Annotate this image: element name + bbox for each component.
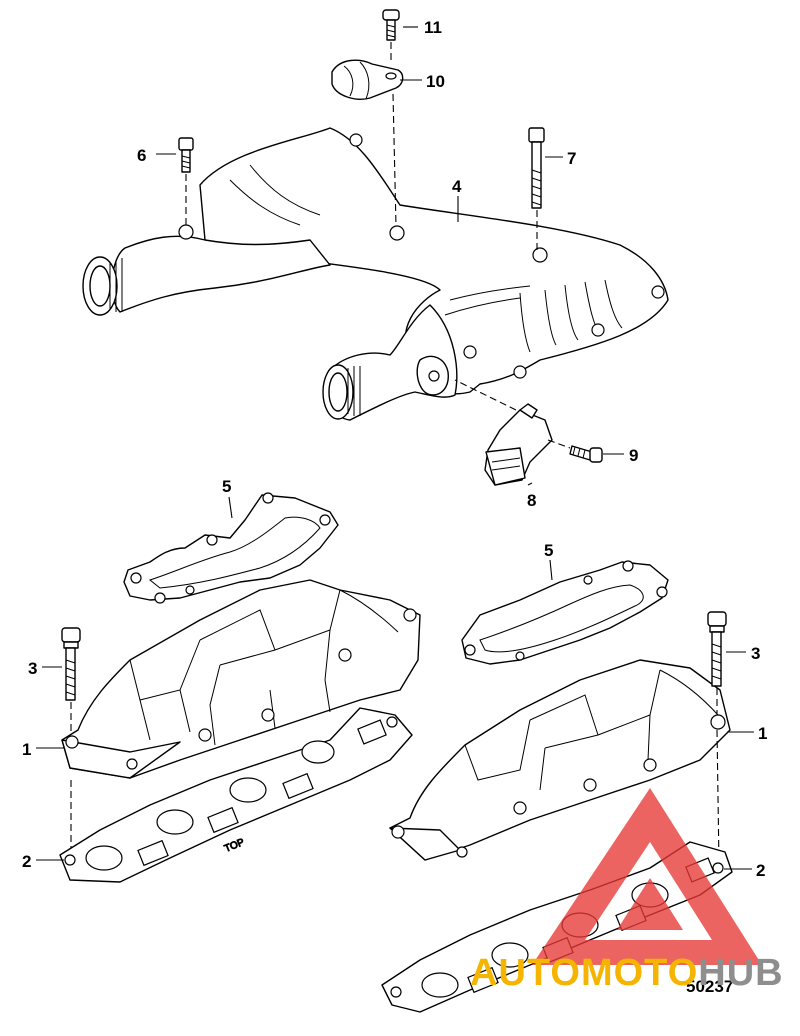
callout-3-right: 3 [751,644,760,663]
bolt-6 [178,137,194,226]
watermark-auto: AUTO [470,952,581,994]
figure-number: 50237 [686,977,733,996]
lower-intake-manifold-right [389,659,731,861]
callout-2-right: 2 [756,861,765,880]
boss-front-left [178,224,194,240]
watermark-logo: AUTOMOTOHUB [470,788,784,994]
boss-right [532,247,548,263]
watermark-hub: HUB [698,952,783,994]
callout-10: 10 [426,72,445,91]
upper-intake-manifold [82,127,669,421]
gasket-5-right [461,560,669,665]
callout-11: 11 [424,18,442,37]
callout-9: 9 [629,446,638,465]
watermark-triangle-icon [532,788,762,965]
callout-7: 7 [567,149,576,168]
watermark-moto: MOTO [581,952,698,994]
callouts: 11 10 6 7 4 9 8 5 5 3 3 1 1 2 2 50237 [22,18,767,996]
screw-9 [547,439,603,463]
callout-3-left: 3 [28,659,37,678]
callout-1-left: 1 [22,740,31,759]
watermark-text: AUTOMOTOHUB [470,952,784,994]
callout-5-right: 5 [544,541,553,560]
lower-intake-manifold-left [61,579,421,779]
callout-5-left: 5 [222,477,231,496]
callout-8: 8 [527,491,536,510]
boss-center [389,225,405,241]
bolt-7 [528,127,545,250]
gasket-2-left: TOP [59,707,413,883]
gasket-stamp: TOP [223,837,246,855]
clip-10 [331,42,404,227]
callout-2-left: 2 [22,852,31,871]
callout-6: 6 [137,146,146,165]
bolt-3-left [61,627,81,852]
callout-1-right: 1 [758,724,767,743]
gasket-5-left [123,492,339,604]
bolt-3-right [707,611,727,865]
watermark-inner-triangle-icon [617,878,683,930]
callout-4: 4 [452,177,462,196]
sensor-8 [454,379,553,486]
screw-11 [382,9,400,41]
leader-lines [36,26,754,870]
